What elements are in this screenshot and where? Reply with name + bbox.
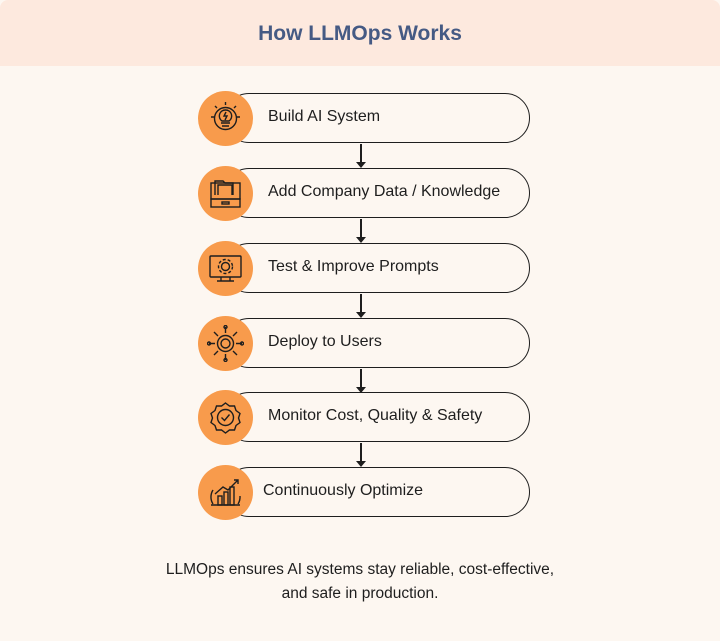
step-label: Deploy to Users (268, 333, 382, 350)
step-add-company-data: Add Company Data / Knowledge (198, 166, 532, 221)
step-pill (224, 168, 530, 218)
flow-arrow (356, 294, 366, 318)
quality-badge-icon (198, 390, 253, 445)
step-pill (224, 392, 530, 442)
step-test-improve-prompts: Test & Improve Prompts (198, 241, 532, 296)
step-label: Monitor Cost, Quality & Safety (268, 407, 483, 424)
monitor-gear-icon (198, 241, 253, 296)
flow-arrow (356, 219, 366, 243)
step-label: Continuously Optimize (263, 482, 424, 499)
file-drawer-icon (198, 166, 253, 221)
page-title: How LLMOps Works (258, 22, 462, 45)
step-label: Test & Improve Prompts (268, 258, 439, 275)
footer-line-1: LLMOps ensures AI systems stay reliable,… (165, 561, 555, 578)
step-deploy-to-users: Deploy to Users (198, 316, 532, 371)
step-pill (224, 467, 530, 517)
lightbulb-gear-icon (198, 91, 253, 146)
step-label: Add Company Data / Knowledge (268, 183, 501, 200)
step-pill (224, 243, 530, 293)
flow-arrow (356, 369, 366, 393)
step-label: Build AI System (268, 108, 381, 125)
network-hub-icon (198, 316, 253, 371)
step-build-ai-system: Build AI System (198, 91, 532, 146)
step-continuously-optimize: Continuously Optimize (198, 465, 532, 520)
step-monitor-cost-quality-safety: Monitor Cost, Quality & Safety (198, 390, 532, 445)
step-pill (224, 93, 530, 143)
flow-arrow (356, 443, 366, 467)
growth-chart-gear-icon (198, 465, 253, 520)
footer-summary: LLMOps ensures AI systems stay reliable,… (0, 558, 720, 606)
footer-line-2: and safe in production. (281, 585, 439, 602)
header-band: How LLMOps Works (0, 0, 720, 66)
step-pill (224, 318, 530, 368)
flow-arrow (356, 144, 366, 168)
